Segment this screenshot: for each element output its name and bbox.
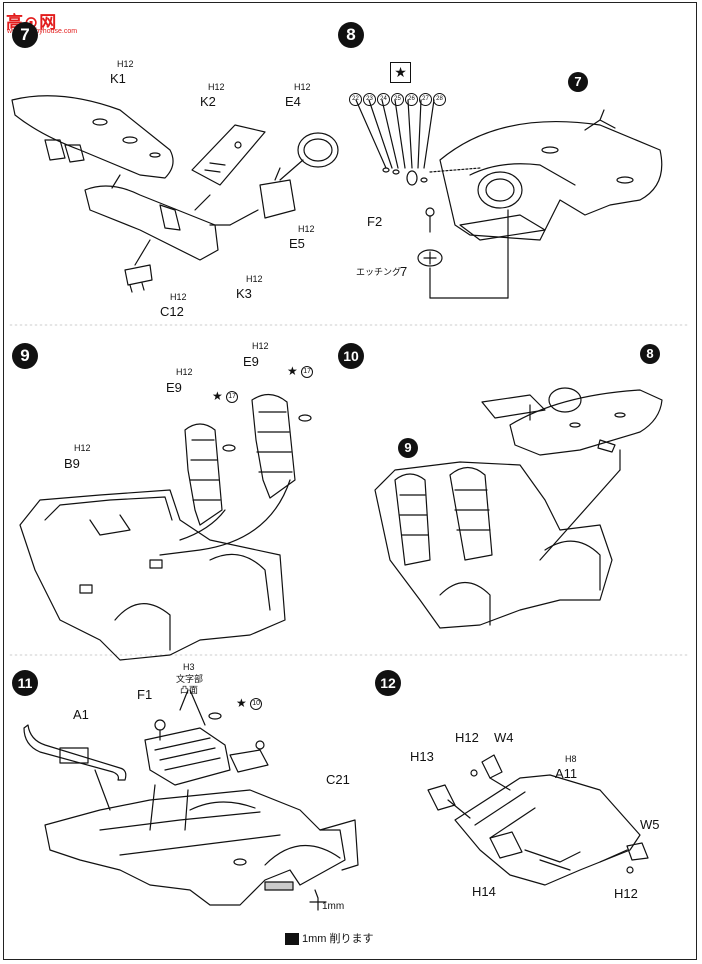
part-label-a11: A11 [555,766,578,781]
decal-number: 23 [363,93,376,106]
part-label-h12-bottom: H12 [614,886,638,901]
decal-ref-star-11: ★ 10 [236,696,263,710]
paint-code-e9-right: H12 [252,341,269,351]
part-label-k3: K3 [236,286,252,301]
paint-code-h8: H8 [565,754,577,764]
part-label-k2: K2 [200,94,216,109]
tub-part-b9 [19,489,286,661]
part-label-e5: E5 [289,236,305,251]
hood-part-a11 [454,774,641,886]
paint-code-b9: H12 [74,443,91,453]
dash-assembly-10 [481,387,663,561]
part-label-f1: F1 [137,687,153,702]
star-decal-icon: ★ [390,62,411,83]
column-part-e5 [259,167,296,219]
part-label-w4: W4 [494,730,514,745]
star-icon: ★ [212,389,223,403]
step-number-10: 10 [338,343,364,369]
chassis-part-c21 [44,789,359,906]
etching-number: 7 [400,264,408,279]
part-label-e9-left: E9 [166,380,182,395]
panel-part-k2 [191,124,266,186]
paint-code-e5: H12 [298,224,315,234]
decal-number: 28 [433,93,446,106]
interior-assembly-10 [374,461,613,629]
step-number-11: 11 [12,670,38,696]
trim-measure: 1mm [322,901,345,912]
paint-code-k3: H12 [246,274,263,284]
part-label-e9-right: E9 [243,354,259,369]
paint-code-e4: H12 [294,82,311,92]
step-ref-8: 8 [640,344,660,364]
step-number-12: 12 [375,670,401,696]
part-label-c12: C12 [160,304,184,319]
part-label-h12-top: H12 [455,730,479,745]
shift-knob-f2 [417,207,509,299]
decal-number: 24 [377,93,390,106]
window-part-h14 [489,831,523,859]
decal-ref-star-2: ★ 17 [287,364,314,378]
rail-part-a1 [23,724,127,781]
engine-part-f1 [144,719,269,786]
dashboard-assembly-8 [439,109,663,241]
part-label-c21: C21 [326,772,350,787]
knife-icon [285,933,299,946]
decal-number: 25 [391,93,404,106]
part-label-a1: A1 [73,707,89,722]
paint-code-e9-left: H12 [176,367,193,377]
step-ref-9: 9 [398,438,418,458]
decal-number: 17 [301,365,314,378]
part-label-e4: E4 [285,94,301,109]
part-label-f2: F2 [367,214,383,229]
step-ref-7: 7 [568,72,588,92]
trim-note-text: 1mm 削ります [302,933,374,945]
seat-e9-left [184,423,223,526]
trim-note: 1mm 削ります [285,932,374,946]
etching-label: エッチング [356,267,402,277]
part-label-h13: H13 [410,749,434,764]
paint-code-c12: H12 [170,292,187,302]
watermark-url: www.hobbyhouse.com [7,28,78,35]
note-raised-face: 凸面 [180,685,199,695]
part-label-h14: H14 [472,884,496,899]
step-number-9: 9 [12,343,38,369]
light-part-w4 [470,754,511,791]
part-label-w5: W5 [640,817,660,832]
light-part-w5 [599,842,649,874]
decal-number: 26 [405,93,418,106]
bracket-c12 [124,264,153,293]
paint-code-k2: H12 [208,82,225,92]
decal-number: 10 [250,697,263,710]
dashboard-part-k1 [11,95,174,179]
console-part-k3 [84,185,219,261]
star-icon: ★ [287,364,298,378]
decal-number: 17 [226,390,239,403]
paint-code-h3: H3 [183,662,195,672]
parts-lines-8 [355,99,481,186]
note-lettering: 文字部 [176,674,204,684]
decal-ref-star-1: ★ 17 [212,389,239,403]
part-label-b9: B9 [64,456,80,471]
window-part-h13 [427,784,471,819]
seat-e9-right [251,393,296,499]
paint-code-k1: H12 [117,59,134,69]
decal-number: 27 [419,93,432,106]
decal-number: 22 [349,93,362,106]
steering-wheel-e4 [279,132,339,181]
page-border [3,2,697,960]
star-icon: ★ [236,696,247,710]
part-label-k1: K1 [110,71,126,86]
step-number-8: 8 [338,22,364,48]
step-number-7: 7 [12,22,38,48]
